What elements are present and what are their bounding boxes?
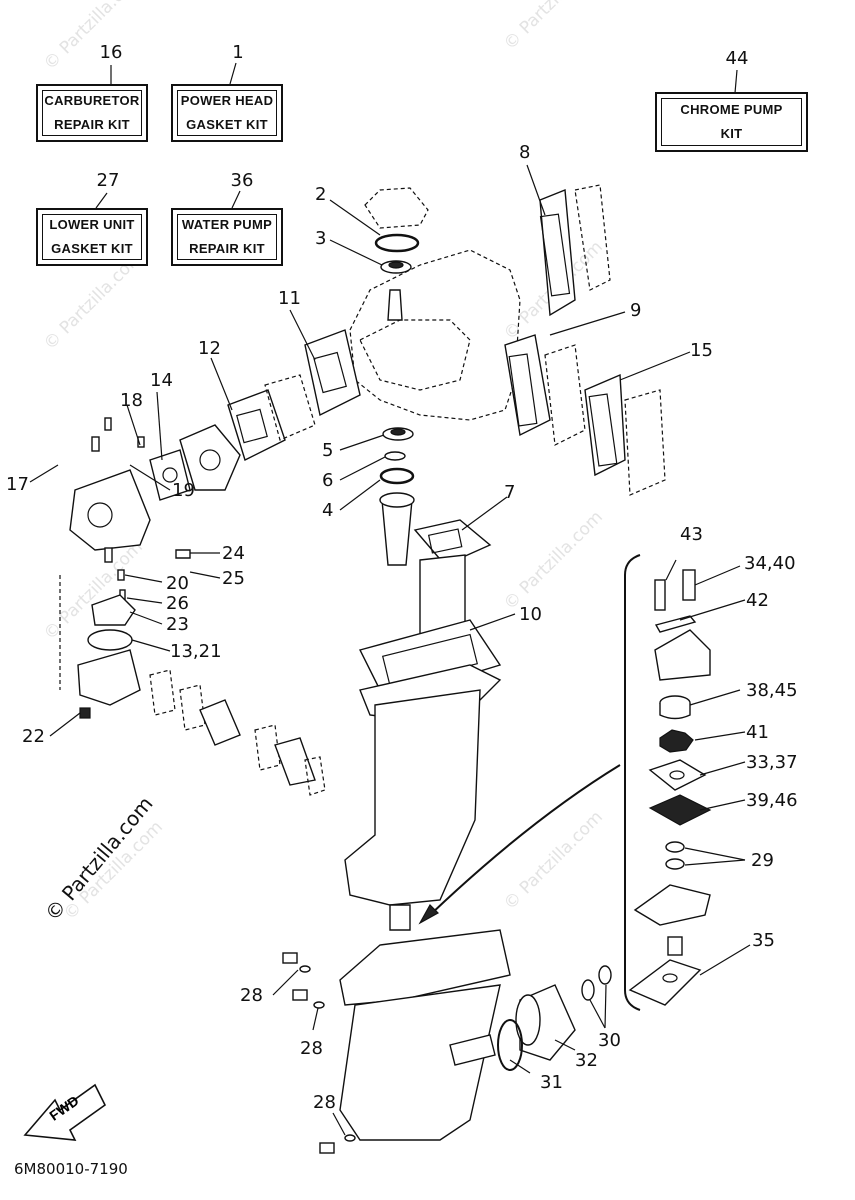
callout-label: 23 bbox=[166, 614, 189, 635]
kit-box-water-pump: WATER PUMP REPAIR KIT bbox=[171, 208, 283, 266]
callout-label: 30 bbox=[598, 1030, 621, 1051]
callout-label: 20 bbox=[166, 573, 189, 594]
callout-label: 19 bbox=[172, 480, 195, 501]
kit-number: 36 bbox=[230, 170, 254, 191]
callout-label: 41 bbox=[746, 722, 769, 743]
kit-number: 27 bbox=[96, 170, 120, 191]
callout-label: 28 bbox=[300, 1038, 323, 1059]
callout-label: 14 bbox=[150, 370, 173, 391]
kit-label-line1: CHROME PUMP bbox=[680, 102, 783, 117]
callout-label: 29 bbox=[751, 850, 774, 871]
fwd-arrow-icon bbox=[23, 1083, 107, 1141]
callout-label: 9 bbox=[630, 300, 642, 321]
callout-label: 28 bbox=[313, 1092, 336, 1113]
callout-label: 6 bbox=[322, 470, 334, 491]
callout-label: 22 bbox=[22, 726, 45, 747]
kit-box-carburetor: CARBURETOR REPAIR KIT bbox=[36, 84, 148, 142]
kit-box-chrome-pump: CHROME PUMP KIT bbox=[655, 92, 808, 152]
kit-label-line1: CARBURETOR bbox=[44, 93, 140, 108]
callout-label: 13,21 bbox=[170, 641, 222, 662]
callout-label: 18 bbox=[120, 390, 143, 411]
callout-label: 31 bbox=[540, 1072, 563, 1093]
callout-label: 15 bbox=[690, 340, 713, 361]
kit-number: 16 bbox=[99, 42, 123, 63]
callout-label: 3 bbox=[315, 228, 327, 249]
callout-label: 8 bbox=[519, 142, 531, 163]
callout-label: 43 bbox=[680, 524, 703, 545]
kit-label-line2: REPAIR KIT bbox=[189, 241, 265, 256]
callout-label: 35 bbox=[752, 930, 775, 951]
callout-label: 11 bbox=[278, 288, 301, 309]
callout-label: 42 bbox=[746, 590, 769, 611]
callout-label: 33,37 bbox=[746, 752, 798, 773]
kit-label-line2: REPAIR KIT bbox=[54, 117, 130, 132]
callout-label: 7 bbox=[504, 482, 516, 503]
drawing-code: 6M80010-7190 bbox=[14, 1160, 128, 1178]
callout-label: 17 bbox=[6, 474, 29, 495]
callout-label: 34,40 bbox=[744, 553, 796, 574]
callout-label: 12 bbox=[198, 338, 221, 359]
callout-label: 38,45 bbox=[746, 680, 798, 701]
callout-label: 25 bbox=[222, 568, 245, 589]
callout-label: 26 bbox=[166, 593, 189, 614]
kit-box-power-head: POWER HEAD GASKET KIT bbox=[171, 84, 283, 142]
kit-number: 44 bbox=[725, 48, 749, 69]
callout-label: 4 bbox=[322, 500, 334, 521]
kit-label-line1: LOWER UNIT bbox=[49, 217, 135, 232]
kit-label-line2: GASKET KIT bbox=[51, 241, 133, 256]
callout-label: 24 bbox=[222, 543, 245, 564]
callout-label: 2 bbox=[315, 184, 327, 205]
callout-label: 39,46 bbox=[746, 790, 798, 811]
callout-label: 28 bbox=[240, 985, 263, 1006]
kit-label-line1: POWER HEAD bbox=[180, 93, 274, 108]
kit-number: 1 bbox=[232, 42, 244, 63]
kit-label-line2: KIT bbox=[720, 126, 743, 141]
callout-label: 5 bbox=[322, 440, 334, 461]
callout-label: 32 bbox=[575, 1050, 598, 1071]
kit-box-lower-unit: LOWER UNIT GASKET KIT bbox=[36, 208, 148, 266]
kit-label-line1: WATER PUMP bbox=[181, 217, 273, 232]
kit-label-line2: GASKET KIT bbox=[186, 117, 268, 132]
callout-label: 10 bbox=[519, 604, 542, 625]
